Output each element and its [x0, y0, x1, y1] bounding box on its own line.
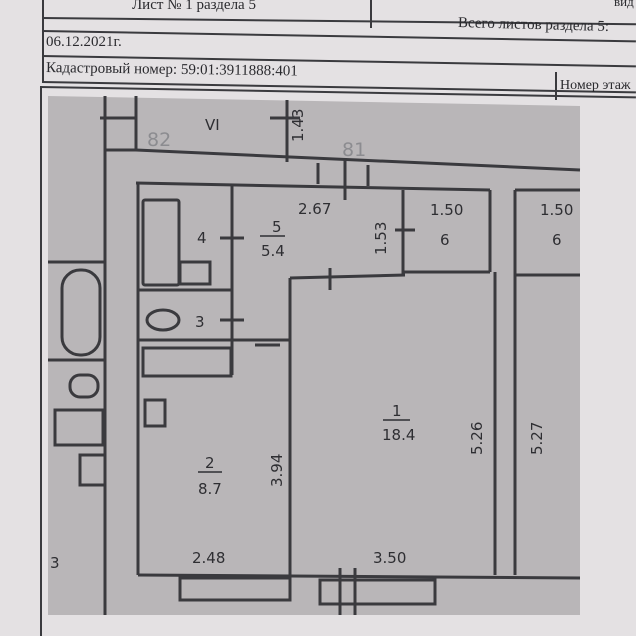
room5-area: 5.4 — [261, 242, 285, 260]
plan-background — [48, 96, 580, 615]
room3-number: 3 — [195, 313, 205, 331]
label-stair-vi: VI — [205, 116, 220, 134]
dim-hall-width: 2.67 — [298, 200, 331, 218]
dim-room1-depth: 5.26 — [468, 422, 486, 455]
dim-hall-depth: 1.53 — [372, 222, 390, 255]
floor-number-label: Номер этаж — [560, 78, 631, 93]
plan-labels: 82 VI 81 3 1.43 2.67 1.53 1.50 1.50 5.26… — [50, 109, 573, 572]
room4-number: 4 — [197, 229, 207, 247]
header-line — [370, 0, 372, 28]
dim-neighbor-depth: 5.27 — [528, 422, 546, 455]
date: 06.12.2021г. — [46, 34, 122, 50]
dim-room1-width: 3.50 — [373, 549, 406, 567]
dim-room2-depth: 3.94 — [268, 454, 286, 487]
dim-top-corridor: 1.43 — [289, 109, 307, 142]
plan-frame — [40, 86, 42, 636]
room1-area: 18.4 — [382, 426, 415, 444]
room2-number: 2 — [205, 454, 215, 472]
dim-room2-width: 2.48 — [192, 549, 225, 567]
room2-area: 8.7 — [198, 480, 222, 498]
dim-balcony-width-neighbor: 1.50 — [540, 201, 573, 219]
room1-number: 1 — [392, 402, 402, 420]
top-right-fragment: вид — [614, 0, 634, 9]
label-apt-81: 81 — [342, 139, 366, 161]
room6-number: 6 — [440, 231, 450, 249]
room5-number: 5 — [272, 218, 282, 236]
header-line — [42, 0, 44, 82]
dim-balcony-width: 1.50 — [430, 201, 463, 219]
sheet-label: Лист № 1 раздела 5 — [132, 0, 256, 13]
header-line — [555, 72, 557, 100]
room6-neighbor-number: 6 — [552, 231, 562, 249]
walls — [48, 96, 581, 615]
label-apt-82: 82 — [147, 129, 171, 151]
label-left-fragment: 3 — [50, 554, 60, 572]
